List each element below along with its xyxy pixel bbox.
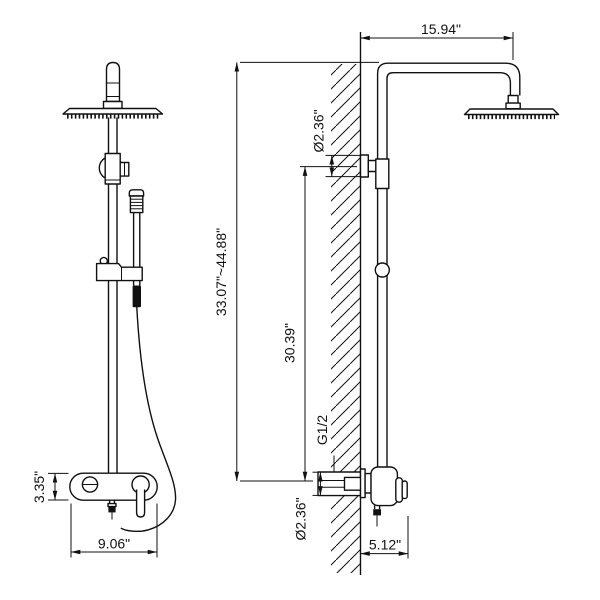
side-supply-and-valve [317, 466, 408, 527]
front-view: 3.35" 9.06" [31, 61, 177, 558]
dim-total-height-label: 33.07"~44.88" [213, 228, 229, 316]
side-mixer-handle [395, 477, 404, 503]
dim-valve-height-label: 3.35" [31, 471, 47, 503]
front-mixer-valve [69, 472, 158, 520]
hose-nut [132, 285, 141, 308]
hose-outlet [108, 506, 116, 513]
dim-valve-width: 9.06" [70, 503, 158, 558]
dim-arm-reach: 15.94" [360, 21, 514, 60]
side-view: 15.94" Ø2.36" 33.07"~44.88" 30.39" G1/2 [213, 21, 560, 575]
rain-head-disc [62, 107, 164, 115]
front-slider-holder [98, 152, 130, 185]
side-rain-head [463, 108, 560, 120]
side-riser-and-arm [376, 62, 521, 470]
dim-bracket-to-valve: 30.39" [282, 166, 357, 482]
callout-thread-label: G1/2 [314, 415, 330, 446]
dim-total-height: 33.07"~44.88" [213, 61, 379, 482]
dim-supply-diameter-label: Ø2.36" [293, 497, 309, 540]
dim-bracket-to-valve-label: 30.39" [282, 323, 298, 363]
front-shower-hose [120, 306, 177, 533]
dim-valve-height: 3.35" [31, 471, 69, 503]
dim-supply-diameter: Ø2.36" [293, 471, 323, 541]
mixer-handle-lever [135, 489, 146, 518]
side-wall-bracket [359, 154, 390, 190]
dim-wall-to-handle: 5.12" [360, 516, 409, 559]
dim-valve-width-label: 9.06" [98, 536, 130, 552]
riser-top-cap [105, 61, 121, 103]
front-rain-head [62, 61, 164, 119]
dim-wall-to-handle-label: 5.12" [369, 537, 401, 553]
dim-arm-reach-label: 15.94" [421, 21, 461, 37]
rain-head-disc-side [463, 108, 560, 116]
side-hose-outlet [373, 509, 381, 516]
dim-bracket-diameter-label: Ø2.36" [311, 109, 327, 152]
dim-bracket-diameter: Ø2.36" [311, 109, 361, 178]
callout-thread: G1/2 [314, 415, 335, 472]
front-shower-bracket [95, 256, 143, 282]
front-hand-shower [128, 189, 145, 308]
wall-hatching [331, 64, 361, 573]
side-slider-knob [374, 262, 390, 278]
side-valve-body [370, 466, 399, 507]
